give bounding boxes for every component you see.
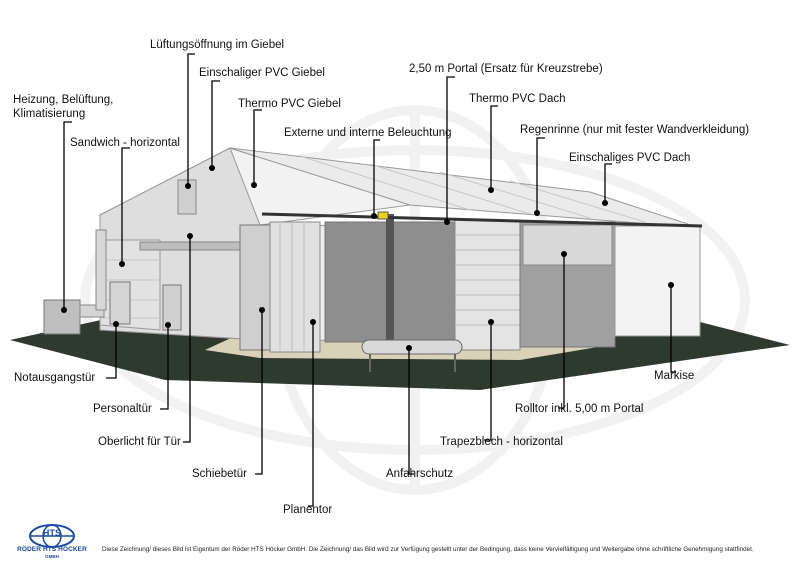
portal-frame-left <box>386 214 394 344</box>
emergency-door <box>109 281 131 325</box>
label-thermo-dach: Thermo PVC Dach <box>469 93 566 105</box>
label-beleuchtung: Externe und interne Beleuchtung <box>284 127 452 139</box>
label-anfahrschutz: Anfahrschutz <box>386 468 454 480</box>
label-regenrinne: Regenrinne (nur mit fester Wandverkleidu… <box>520 124 750 136</box>
heater-pipe <box>95 229 107 311</box>
label-notausgangstuer: Notausgangstür <box>14 372 96 384</box>
leader-lines <box>63 53 676 507</box>
tarp-gate <box>269 221 321 353</box>
sliding-door <box>239 224 271 351</box>
trapezoid-wall <box>454 219 521 351</box>
label-sandwich: Sandwich - horizontal <box>70 137 180 149</box>
roller-door-shutter <box>522 224 613 266</box>
label-markise: Markise <box>654 370 695 382</box>
label-portal: 2,50 m Portal (Ersatz für Kreuzstrebe) <box>409 63 603 75</box>
label-schiebetuer: Schiebetür <box>192 468 247 480</box>
label-thermo-giebel: Thermo PVC Giebel <box>238 98 341 110</box>
light-fixture <box>377 211 389 220</box>
label-personaltuer: Personaltür <box>93 403 152 415</box>
label-einschaliges-dach: Einschaliges PVC Dach <box>569 152 691 164</box>
label-einschaliger-giebel: Einschaliger PVC Giebel <box>199 67 325 79</box>
bumper-guard <box>361 339 463 355</box>
rain-gutter <box>261 212 703 228</box>
logo-company: RÖDER HTS HÖCKER <box>17 546 87 553</box>
heater-unit <box>43 299 81 335</box>
label-planentor: Planentor <box>283 504 333 516</box>
label-lueftungsoeffnung: Lüftungsöffnung im Giebel <box>150 39 285 51</box>
label-rolltor: Rolltor inkl. 5,00 m Portal <box>515 403 644 415</box>
gable-vent <box>177 179 197 215</box>
roof-ribs <box>299 155 646 223</box>
logo-brand: HTS <box>42 528 62 538</box>
logo-suffix: GMBH <box>45 554 59 559</box>
awning-wall <box>614 225 701 337</box>
leader-dots <box>61 165 674 351</box>
copyright-footer: Diese Zeichnung/ dieses Bild ist Eigentu… <box>102 546 754 553</box>
personnel-door <box>162 284 182 331</box>
label-oberlicht: Oberlicht für Tür <box>98 436 181 448</box>
label-trapezblech: Trapezblech - horizontal <box>440 436 563 448</box>
label-heizung: Heizung, Belüftung, Klimatisierung <box>13 94 114 120</box>
hts-logo-icon <box>29 524 75 548</box>
